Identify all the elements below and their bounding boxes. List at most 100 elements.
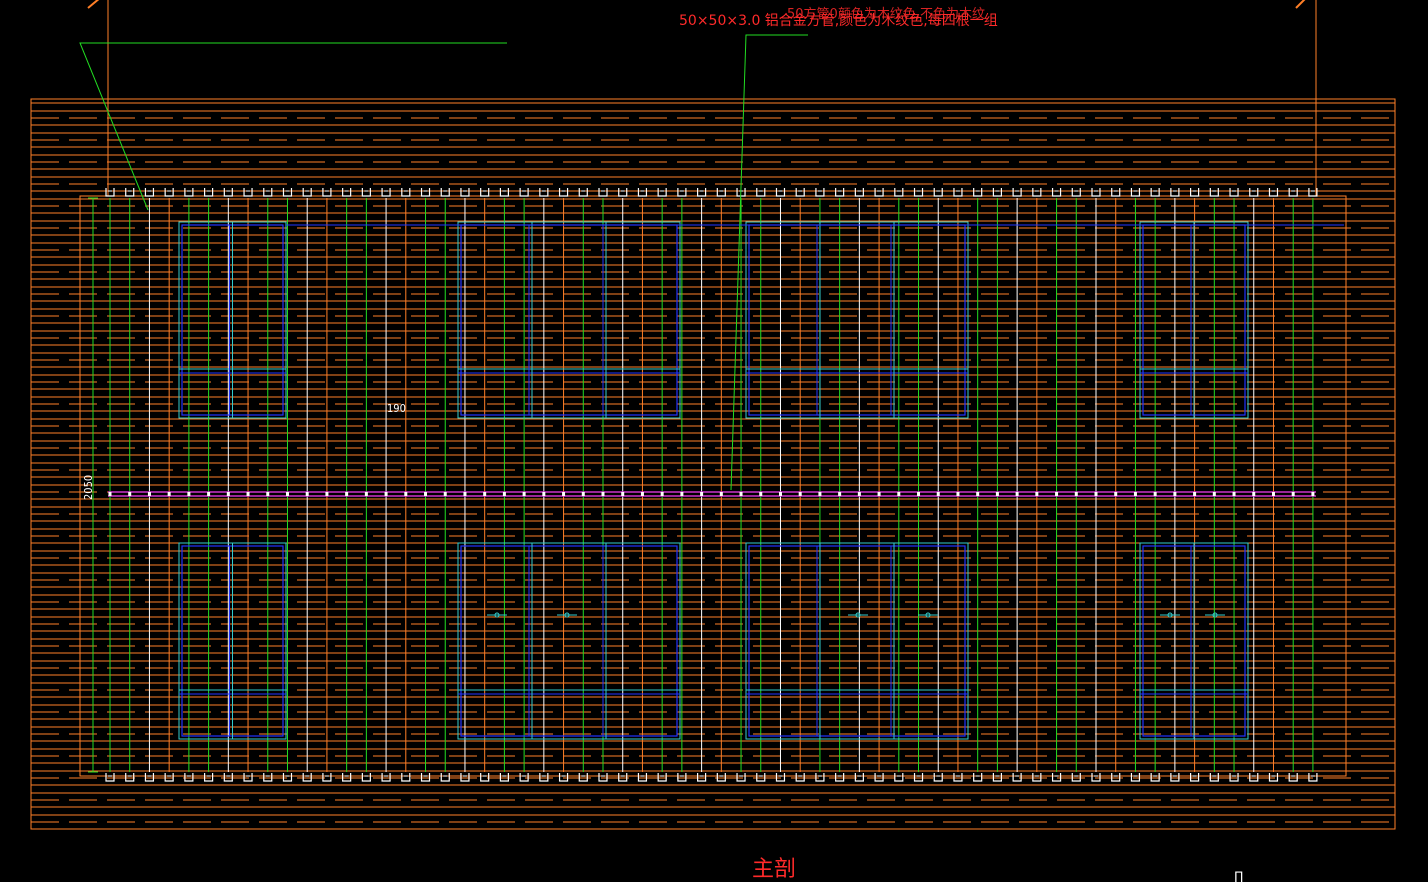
beam-fastener bbox=[581, 492, 585, 496]
clip-bracket bbox=[342, 773, 352, 782]
clip-bracket bbox=[1130, 773, 1141, 782]
clip-bracket bbox=[1012, 188, 1022, 197]
window-sash bbox=[460, 545, 678, 737]
clip-bracket bbox=[1111, 188, 1121, 197]
beam-fastener bbox=[246, 492, 250, 496]
clip-bracket bbox=[164, 188, 174, 197]
clip-bracket bbox=[973, 773, 983, 782]
clip-bracket bbox=[105, 188, 115, 197]
clip-bracket bbox=[1209, 773, 1219, 782]
beam-fastener bbox=[956, 492, 960, 496]
clip-bracket bbox=[440, 773, 450, 782]
beam-fastener bbox=[877, 492, 881, 496]
beam-fastener bbox=[1232, 492, 1236, 496]
beam-fastener bbox=[1074, 492, 1078, 496]
clip-bracket bbox=[361, 773, 371, 782]
clip-bracket bbox=[125, 188, 135, 197]
clip-bracket bbox=[1268, 188, 1279, 197]
clip-bracket bbox=[697, 188, 707, 197]
clip-bracket bbox=[815, 188, 825, 197]
clip-bracket bbox=[263, 773, 273, 782]
window-frame bbox=[745, 221, 969, 419]
left-leader bbox=[79, 42, 507, 211]
clip-bracket bbox=[973, 188, 983, 197]
beam-fastener bbox=[976, 492, 980, 496]
beam-fastener bbox=[798, 492, 802, 496]
beam-fastener bbox=[1055, 492, 1059, 496]
beam-fastener bbox=[1271, 492, 1275, 496]
clip-bracket bbox=[992, 188, 1002, 197]
clip-bracket bbox=[480, 773, 490, 782]
clip-bracket bbox=[618, 188, 628, 197]
clip-bracket bbox=[913, 188, 924, 197]
clip-bracket bbox=[1150, 773, 1160, 782]
outer-frame bbox=[30, 98, 1396, 830]
clip-bracket bbox=[144, 773, 155, 782]
clip-bracket bbox=[894, 188, 904, 197]
beam-fastener bbox=[1015, 492, 1019, 496]
clip-bracket bbox=[716, 773, 726, 782]
beam-fastener bbox=[1311, 492, 1315, 496]
clip-bracket bbox=[223, 773, 233, 782]
beam-fastener bbox=[364, 492, 368, 496]
clip-bracket bbox=[578, 773, 588, 782]
clip-bracket bbox=[598, 188, 608, 197]
clip-bracket bbox=[618, 773, 628, 782]
beam-fastener bbox=[680, 492, 684, 496]
clip-bracket bbox=[953, 188, 963, 197]
clip-bracket bbox=[1288, 773, 1298, 782]
clip-bracket bbox=[578, 188, 588, 197]
beam-fastener bbox=[818, 492, 822, 496]
beam-fastener bbox=[542, 492, 546, 496]
corner-mark: Π bbox=[1234, 870, 1243, 882]
clip-bracket bbox=[598, 773, 608, 782]
clip-bracket bbox=[164, 773, 174, 782]
beam-fastener bbox=[1153, 492, 1157, 496]
beam-fastener bbox=[1094, 492, 1098, 496]
beam-fastener bbox=[345, 492, 349, 496]
clip-bracket bbox=[243, 773, 253, 782]
beam-fastener bbox=[838, 492, 842, 496]
clip-bracket bbox=[1051, 773, 1062, 782]
clip-bracket bbox=[835, 773, 845, 782]
clip-bracket bbox=[282, 188, 293, 197]
beam-fastener bbox=[995, 492, 999, 496]
clip-bracket bbox=[815, 773, 825, 782]
beam-fastener bbox=[404, 492, 408, 496]
clip-bracket bbox=[992, 773, 1002, 782]
clip-bracket bbox=[1308, 773, 1318, 782]
clip-bracket bbox=[381, 188, 391, 197]
clip-bracket bbox=[874, 773, 884, 782]
inner-frame bbox=[79, 195, 1347, 777]
beam-fastener bbox=[424, 492, 428, 496]
beam-fastener bbox=[305, 492, 309, 496]
clip-bracket bbox=[420, 773, 431, 782]
clip-bracket bbox=[716, 188, 726, 197]
beam-fastener bbox=[1133, 492, 1137, 496]
clip-bracket bbox=[637, 773, 648, 782]
clip-bracket bbox=[775, 773, 786, 782]
beam-fastener bbox=[700, 492, 704, 496]
clip-bracket bbox=[361, 188, 371, 197]
clip-bracket bbox=[1249, 188, 1259, 197]
leader-lines bbox=[79, 34, 808, 491]
beam-fastener bbox=[1114, 492, 1118, 496]
clip-bracket bbox=[519, 773, 529, 782]
clip-bracket bbox=[1170, 188, 1180, 197]
clip-bracket bbox=[322, 188, 332, 197]
beam-fastener bbox=[285, 492, 289, 496]
clip-bracket bbox=[1190, 773, 1200, 782]
beam-fastener bbox=[325, 492, 329, 496]
beam-fastener bbox=[1291, 492, 1295, 496]
clip-bracket bbox=[1091, 188, 1101, 197]
clip-bracket bbox=[204, 773, 214, 782]
clip-bracket bbox=[1071, 773, 1081, 782]
clip-bracket bbox=[835, 188, 845, 197]
window-handle-knob bbox=[855, 612, 861, 618]
beam-fastener bbox=[621, 492, 625, 496]
beam-fastener bbox=[739, 492, 743, 496]
clip-bracket bbox=[1130, 188, 1141, 197]
clip-bracket bbox=[519, 188, 529, 197]
window-panels bbox=[178, 221, 1344, 740]
clip-bracket bbox=[795, 188, 805, 197]
